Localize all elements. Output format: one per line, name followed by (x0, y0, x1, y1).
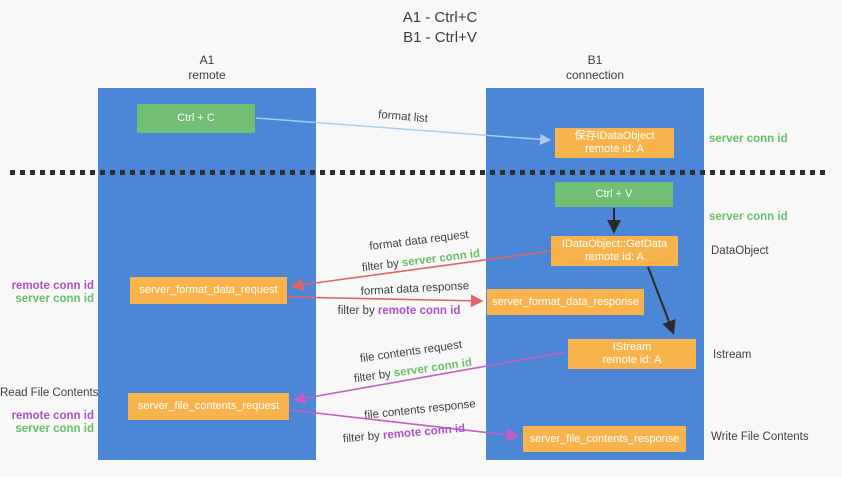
edge-label-filter-by-remote-conn-id-1: filter by remote conn id (338, 305, 461, 317)
edge-label-file-contents-response: file contents response (363, 398, 477, 422)
edge-label-filter-by-remote-conn-id-2: filter by remote conn id (342, 423, 465, 446)
right-label-write-file-contents: Write File Contents (711, 431, 809, 443)
node-ctrl-c-label: Ctrl + C (177, 112, 215, 124)
filter-by-text: filter by (361, 257, 400, 275)
right-label-server-conn-id-top: server conn id (709, 133, 788, 145)
node-ctrl-v-label: Ctrl + V (595, 188, 633, 200)
remote-conn-id-text: remote conn id (377, 305, 461, 317)
left-label-remote-conn-id-top: remote conn id (11, 280, 94, 292)
node-server-format-data-response: server_format_data_response (487, 289, 644, 315)
node-istream-line2: remote id: A (602, 354, 662, 366)
node-istream-line1: IStream (612, 341, 652, 353)
arrow-format-data-response (286, 294, 484, 308)
node-ctrl-v: Ctrl + V (555, 182, 673, 207)
lane-b1-subtitle: connection (565, 68, 625, 82)
node-save-idataobject-line1: 保存IDataObject (574, 130, 655, 142)
left-label-remote-conn-id-bottom: remote conn id (11, 410, 94, 422)
lane-a1-subtitle: remote (188, 68, 226, 82)
node-idataobject-getdata: IDataObject::GetData remote id: A (551, 236, 678, 266)
server-conn-id-text: server conn id (393, 356, 473, 380)
right-label-dataobject: DataObject (711, 245, 769, 257)
server-conn-id-text: server conn id (401, 247, 481, 270)
node-server-format-data-request-label: server_format_data_request (139, 284, 278, 296)
node-istream: IStream remote id: A (568, 339, 696, 369)
edge-label-format-list: format list (377, 108, 429, 126)
node-server-format-data-request: server_format_data_request (130, 277, 287, 304)
node-server-file-contents-response: server_file_contents_response (523, 426, 686, 452)
right-label-server-conn-id-mid: server conn id (709, 211, 788, 223)
filter-by-text: filter by (353, 368, 392, 386)
node-server-file-contents-request: server_file_contents_request (128, 393, 289, 420)
lane-b1-header: B1 connection (545, 53, 645, 83)
filter-by-text: filter by (342, 430, 381, 446)
lane-a1-header: A1 remote (157, 53, 257, 83)
node-idataobject-getdata-line2: remote id: A (585, 251, 644, 263)
remote-conn-id-text: remote conn id (382, 422, 466, 442)
edge-label-format-data-request: format data request (368, 228, 470, 254)
node-server-file-contents-response-label: server_file_contents_response (529, 432, 680, 445)
right-label-istream: Istream (713, 349, 752, 361)
filter-by-text: filter by (337, 305, 375, 317)
node-save-idataobject-line2: remote id: A (585, 143, 644, 155)
diagram-title-line2: B1 - Ctrl+V (403, 29, 477, 46)
node-ctrl-c: Ctrl + C (137, 104, 255, 133)
node-save-idataobject: 保存IDataObject remote id: A (555, 128, 674, 158)
dotted-separator-line (10, 170, 827, 175)
bottom-strip (0, 477, 842, 485)
edge-label-format-data-response: format data response (360, 280, 470, 298)
diagram-title: A1 - Ctrl+C B1 - Ctrl+V (320, 8, 560, 48)
node-idataobject-getdata-line1: IDataObject::GetData (561, 238, 668, 250)
left-label-read-file-contents: Read File Contents (0, 387, 99, 399)
node-server-file-contents-request-label: server_file_contents_request (137, 400, 280, 412)
diagram-title-line1: A1 - Ctrl+C (402, 9, 478, 26)
node-server-format-data-response-label: server_format_data_response (492, 295, 639, 308)
lane-a1-title: A1 (199, 53, 215, 67)
left-label-server-conn-id-top: server conn id (15, 293, 94, 305)
lane-b1-title: B1 (587, 53, 603, 67)
left-label-server-conn-id-bottom: server conn id (15, 423, 94, 435)
